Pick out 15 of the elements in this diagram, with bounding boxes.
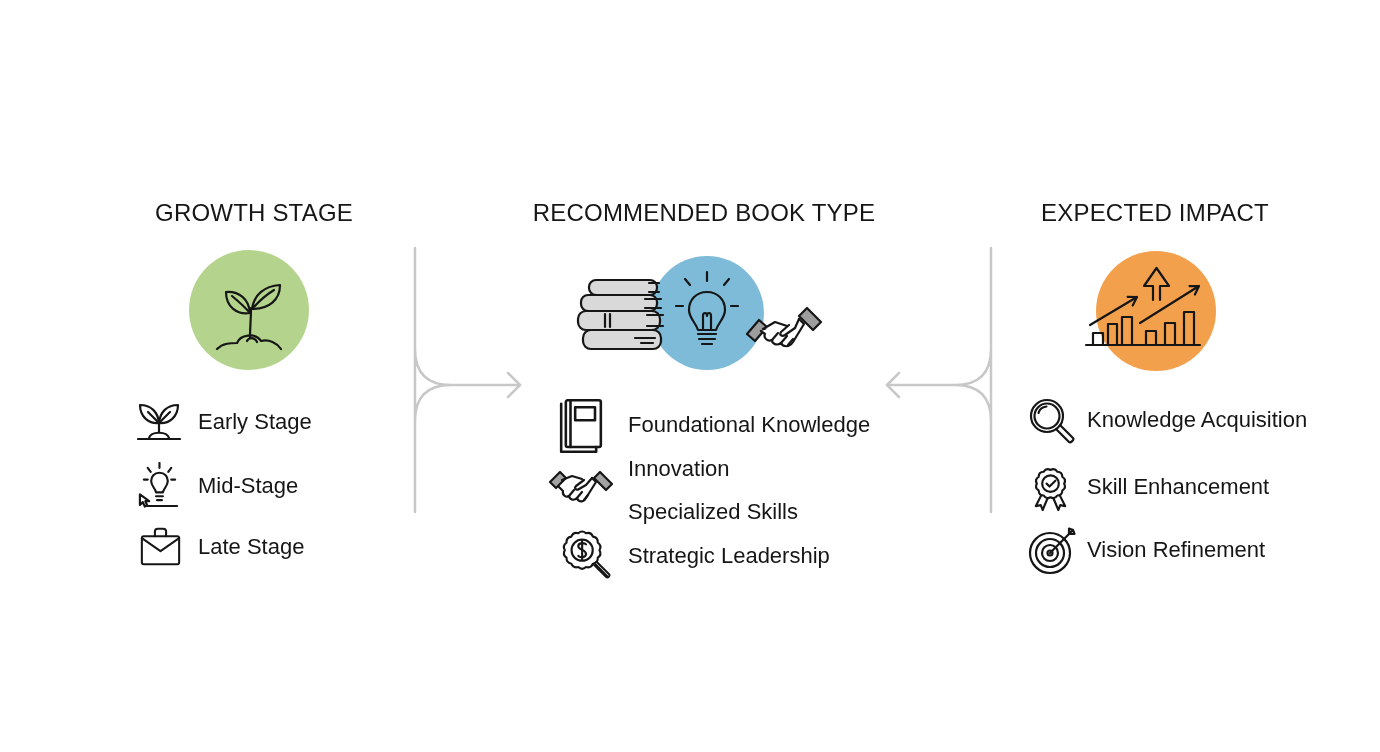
item-label: Specialized Skills	[628, 499, 798, 525]
item-label: Innovation	[628, 456, 730, 482]
arrow	[413, 246, 522, 514]
item-label: Skill Enhancement	[1087, 474, 1270, 500]
item-label: Mid-Stage	[198, 473, 299, 499]
item-label: Late Stage	[198, 534, 305, 560]
item-label: Knowledge Acquisition	[1087, 407, 1308, 433]
column-heading: GROWTH STAGE	[155, 199, 353, 227]
item-label: Vision Refinement	[1087, 537, 1266, 563]
column-heading: RECOMMENDED BOOK TYPE	[532, 199, 876, 227]
item-label: Foundational Knowledge	[628, 412, 871, 438]
item-label: Strategic Leadership	[628, 543, 830, 569]
arrow	[885, 246, 993, 514]
item-label: Early Stage	[198, 409, 312, 435]
column-heading: EXPECTED IMPACT	[1041, 199, 1269, 227]
